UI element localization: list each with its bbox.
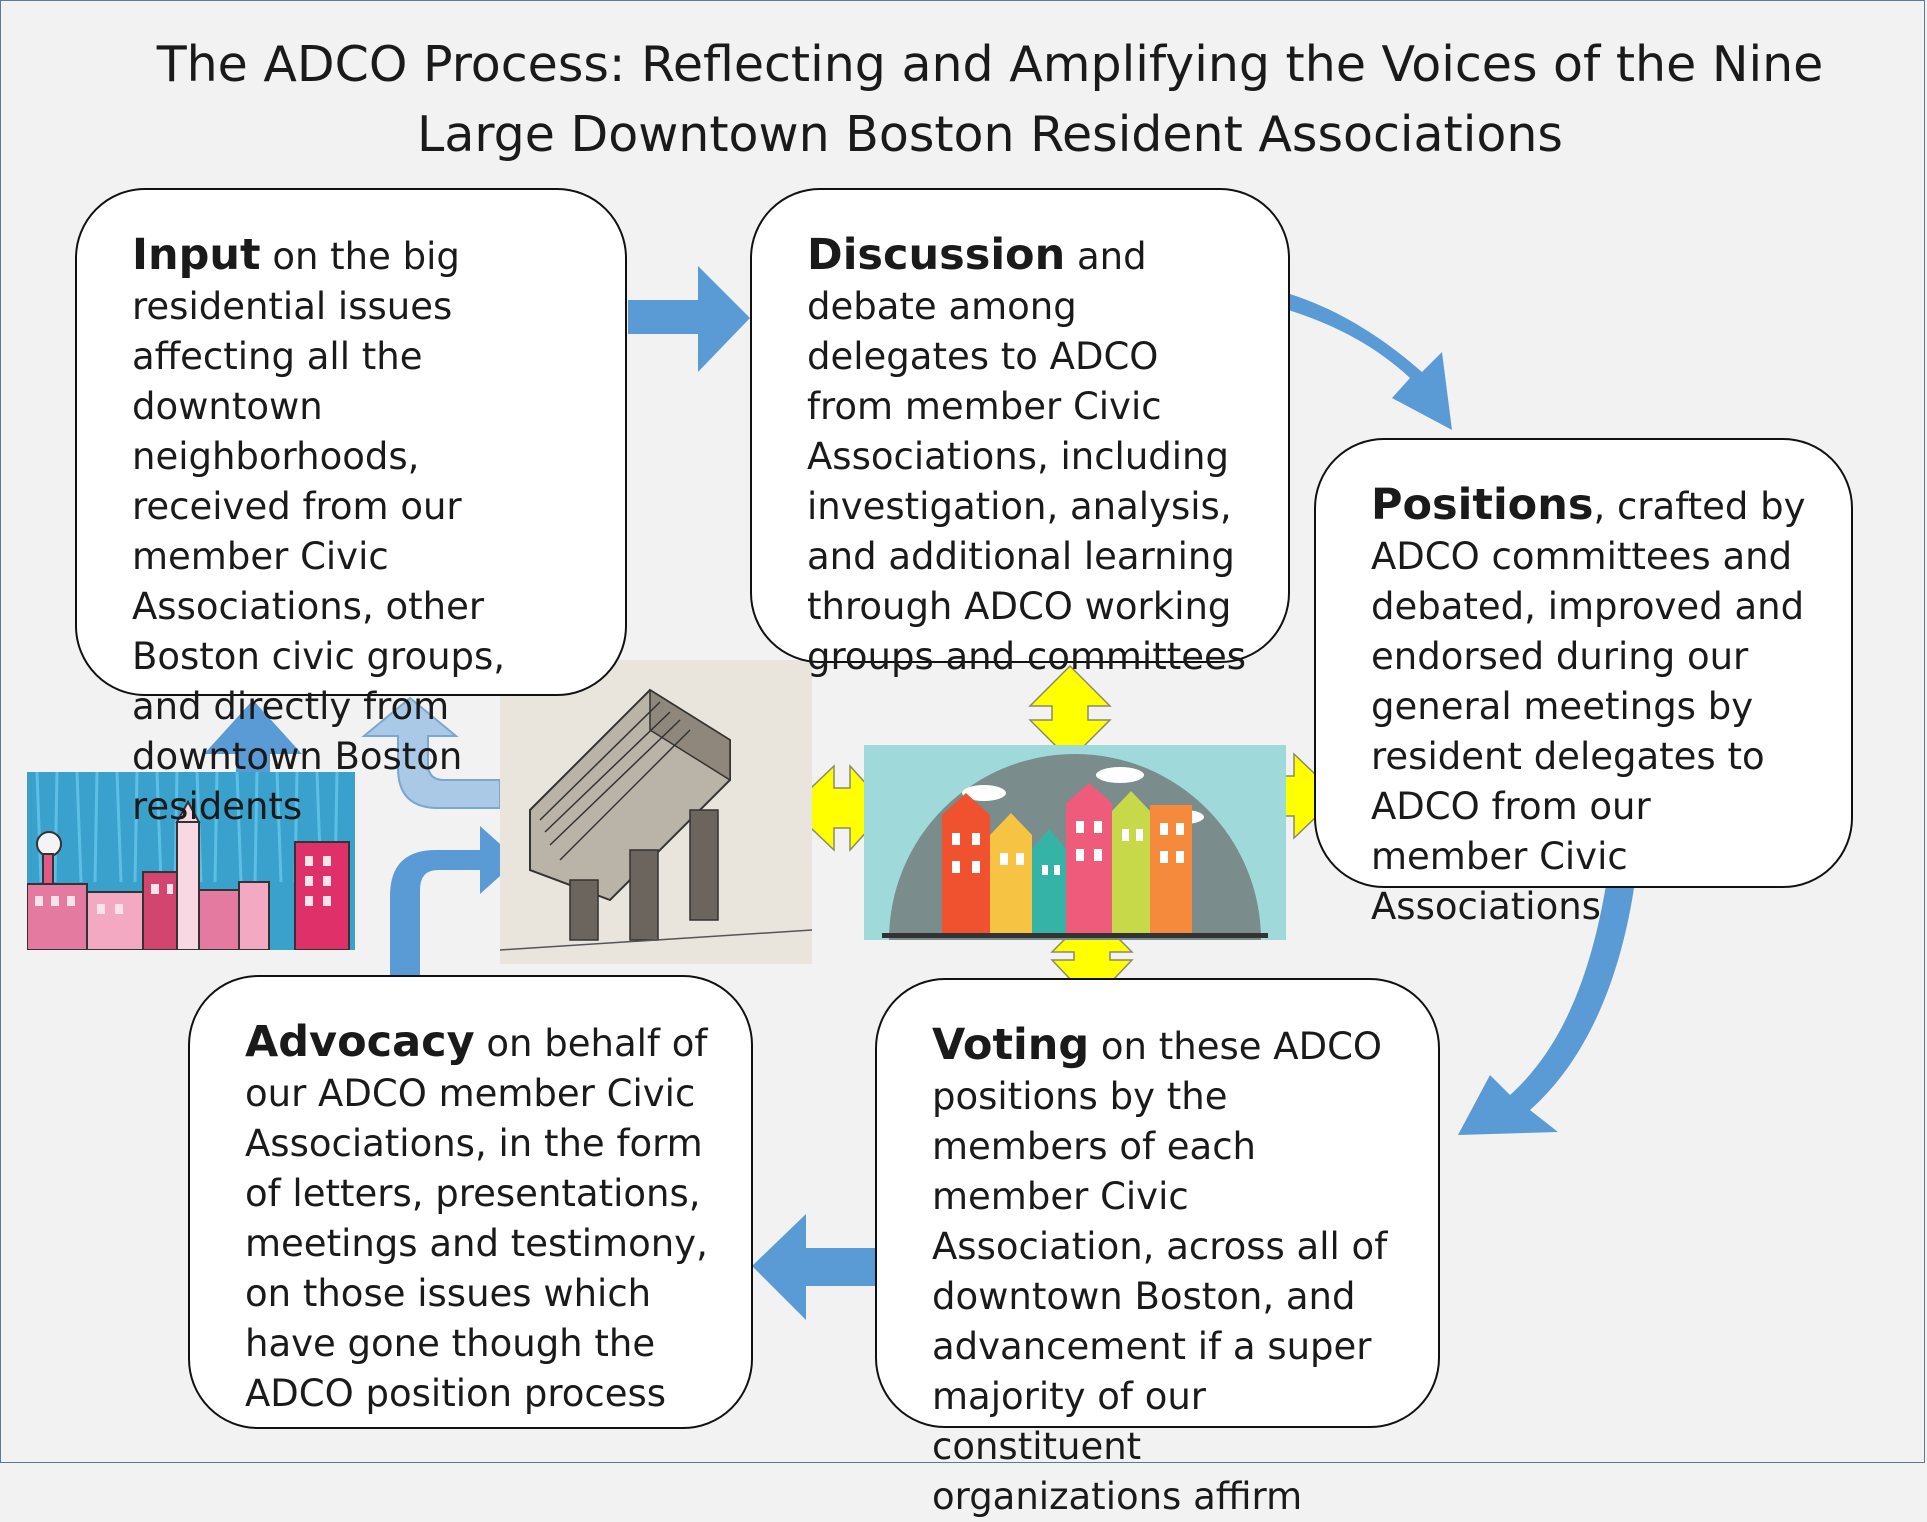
advocacy-box: Advocacy on behalf of our ADCO member Ci… — [188, 975, 753, 1429]
colorful-houses-image — [864, 745, 1286, 940]
input-box-text: on the big residential issues affecting … — [132, 235, 506, 828]
arrow-advocacy-to-building — [390, 826, 518, 975]
arrow-building-to-input — [361, 696, 501, 809]
positions-box: Positions, crafted by ADCO committees an… — [1314, 438, 1853, 928]
cityscape-sketch-image — [27, 772, 355, 950]
input-box-lead: Input — [132, 230, 261, 280]
arrow-input-to-discussion — [628, 266, 750, 372]
input-box: Input on the big residential issues affe… — [75, 188, 627, 828]
arrow-voting-to-advocacy — [752, 1214, 878, 1320]
discussion-box: Discussion and debate among delegates to… — [750, 188, 1290, 678]
discussion-box-text: and debate among delegates to ADCO from … — [807, 235, 1247, 678]
discussion-box-lead: Discussion — [807, 230, 1066, 280]
positions-box-lead: Positions — [1371, 480, 1594, 530]
voting-box: Voting on these ADCO positions by the me… — [875, 978, 1440, 1518]
city-hall-sketch-image — [500, 660, 812, 964]
arrow-city-to-input — [204, 700, 302, 772]
diagram-frame — [0, 0, 1925, 1463]
advocacy-box-text: on behalf of our ADCO member Civic Assoc… — [245, 1022, 708, 1415]
voting-box-lead: Voting — [932, 1020, 1090, 1070]
advocacy-box-lead: Advocacy — [245, 1017, 475, 1067]
positions-box-text: , crafted by ADCO committees and debated… — [1371, 485, 1806, 928]
page-title: The ADCO Process: Reflecting and Amplify… — [156, 36, 1824, 163]
arrow-discussion-to-positions — [1288, 294, 1452, 430]
arrow-positions-to-voting — [1458, 885, 1634, 1135]
